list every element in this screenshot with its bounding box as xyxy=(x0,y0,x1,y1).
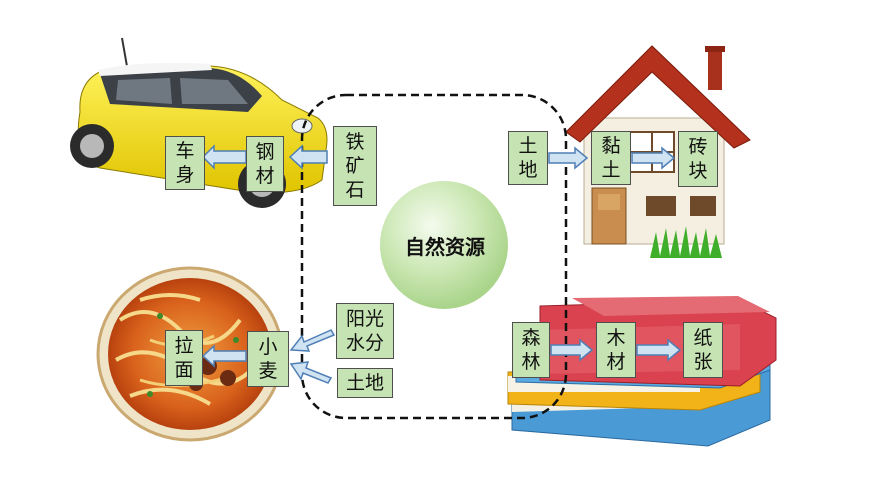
clay-line2: 土 xyxy=(601,159,621,181)
land-house-line1: 土 xyxy=(518,135,538,157)
iron-ore-line3: 石 xyxy=(345,179,365,201)
paper-line1: 纸 xyxy=(693,327,713,349)
clay-box: 黏 土 xyxy=(591,131,631,185)
car-body-line1: 车 xyxy=(175,140,195,162)
land-house-line2: 地 xyxy=(518,159,538,181)
forest-box: 森 林 xyxy=(512,322,550,378)
car-body-box: 车 身 xyxy=(165,136,205,190)
wheat-box: 小 麦 xyxy=(247,331,289,387)
noodles-line2: 面 xyxy=(174,359,194,381)
land-box-wheat: 土地 xyxy=(337,368,393,398)
arrow-sun-water-to-wheat xyxy=(289,329,336,352)
forest-line1: 森 xyxy=(521,327,541,349)
arrow-wheat-to-noodles xyxy=(201,344,247,368)
brick-line1: 砖 xyxy=(688,136,708,158)
car-body-line2: 身 xyxy=(175,164,195,186)
natural-resources-boundary xyxy=(300,93,568,420)
arrow-steel-to-car-body xyxy=(201,144,247,170)
iron-ore-box: 铁 矿 石 xyxy=(333,126,377,206)
land-box-house: 土 地 xyxy=(508,131,548,185)
timber-line2: 材 xyxy=(606,351,626,373)
arrow-land-to-clay xyxy=(548,146,589,170)
sun-water-line1: 阳光 xyxy=(345,308,384,330)
steel-box: 钢 材 xyxy=(246,136,284,192)
wheat-line2: 麦 xyxy=(258,360,278,382)
noodles-box: 拉 面 xyxy=(165,330,203,386)
iron-ore-line2: 矿 xyxy=(345,155,365,177)
arrow-forest-to-timber xyxy=(550,338,594,362)
timber-line1: 木 xyxy=(606,327,626,349)
forest-line2: 林 xyxy=(521,351,541,373)
natural-resources-sphere xyxy=(380,181,508,309)
center-label: 自然资源 xyxy=(405,234,485,259)
noodles-line1: 拉 xyxy=(174,335,194,357)
steel-line1: 钢 xyxy=(255,141,275,163)
land-wheat-line1: 土地 xyxy=(345,372,384,394)
brick-line2: 块 xyxy=(688,160,708,182)
arrow-timber-to-paper xyxy=(636,338,682,362)
arrow-clay-to-brick xyxy=(631,146,676,170)
paper-box: 纸 张 xyxy=(683,322,723,378)
wheat-line1: 小 xyxy=(258,336,278,358)
arrow-land-to-wheat xyxy=(289,361,333,384)
timber-box: 木 材 xyxy=(596,322,636,378)
sun-water-line2: 水分 xyxy=(345,332,384,354)
sun-water-box: 阳光 水分 xyxy=(336,303,394,359)
steel-line2: 材 xyxy=(255,165,275,187)
brick-box: 砖 块 xyxy=(678,131,718,187)
paper-line2: 张 xyxy=(693,351,713,373)
iron-ore-line1: 铁 xyxy=(345,131,365,153)
clay-line1: 黏 xyxy=(601,135,621,157)
arrow-iron-ore-to-steel xyxy=(288,144,328,170)
